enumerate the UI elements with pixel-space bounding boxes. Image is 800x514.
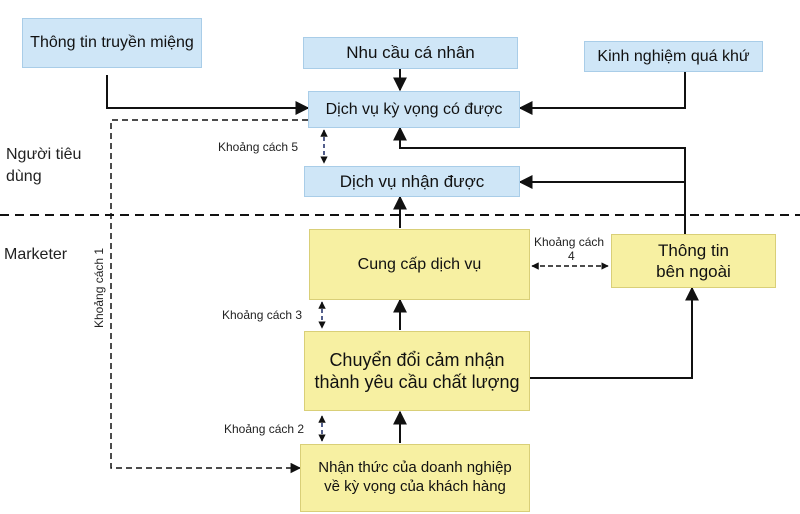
service-delivery-label: Cung cấp dịch vụ — [357, 255, 482, 273]
personal-needs-box: Nhu cầu cá nhân — [303, 37, 518, 69]
expected-service-label: Dịch vụ kỳ vọng có được — [325, 100, 503, 118]
external-communications-line2: bên ngoài — [656, 262, 731, 281]
management-perception-box: Nhận thức của doanh nghiệp về kỳ vọng củ… — [300, 444, 530, 512]
gap1-label: Khoảng cách 1 — [92, 247, 106, 328]
arrow-word-of-mouth-to-expected — [106, 75, 310, 115]
external-communications-line1: Thông tin — [658, 240, 729, 260]
perceived-service-label: Dịch vụ nhận được — [339, 171, 485, 191]
translation-line1: Chuyển đổi cảm nhận — [329, 349, 505, 370]
gap3-label: Khoảng cách 3 — [222, 308, 303, 322]
service-delivery-box: Cung cấp dịch vụ — [309, 229, 530, 300]
gap5-label: Khoảng cách 5 — [218, 140, 299, 154]
translation-box: Chuyển đổi cảm nhận thành yêu cầu chất l… — [304, 331, 530, 411]
past-experience-box: Kinh nghiệm quá khứ — [584, 41, 763, 72]
management-perception-line2: về kỳ vọng của khách hàng — [324, 478, 506, 495]
management-perception-line1: Nhận thức của doanh nghiệp — [318, 459, 512, 477]
word-of-mouth-label: Thông tin truyền miệng — [30, 34, 194, 51]
gap4-label-line1: Khoảng cách — [534, 235, 605, 249]
past-experience-label: Kinh nghiệm quá khứ — [597, 47, 750, 65]
consumer-region-text: Người tiêu dùng — [6, 146, 82, 185]
arrow-external-to-expected — [393, 126, 686, 234]
translation-line2: thành yêu cầu chất lượng — [314, 372, 520, 392]
gap2-label: Khoảng cách 2 — [224, 422, 305, 436]
arrow-experience-to-expected — [518, 72, 686, 115]
word-of-mouth-box: Thông tin truyền miệng — [22, 18, 202, 68]
arrow-translation-to-external — [530, 286, 699, 379]
gap1-connector — [110, 119, 308, 474]
marketer-region-label: Marketer — [4, 244, 67, 266]
personal-needs-label: Nhu cầu cá nhân — [346, 43, 475, 63]
perceived-service-box: Dịch vụ nhận được — [304, 166, 520, 197]
gap4-label-line2: 4 — [568, 249, 575, 263]
expected-service-box: Dịch vụ kỳ vọng có được — [308, 91, 520, 128]
marketer-region-text: Marketer — [4, 246, 68, 263]
external-communications-box: Thông tin bên ngoài — [611, 234, 776, 288]
consumer-region-label: Người tiêu dùng — [6, 144, 106, 187]
